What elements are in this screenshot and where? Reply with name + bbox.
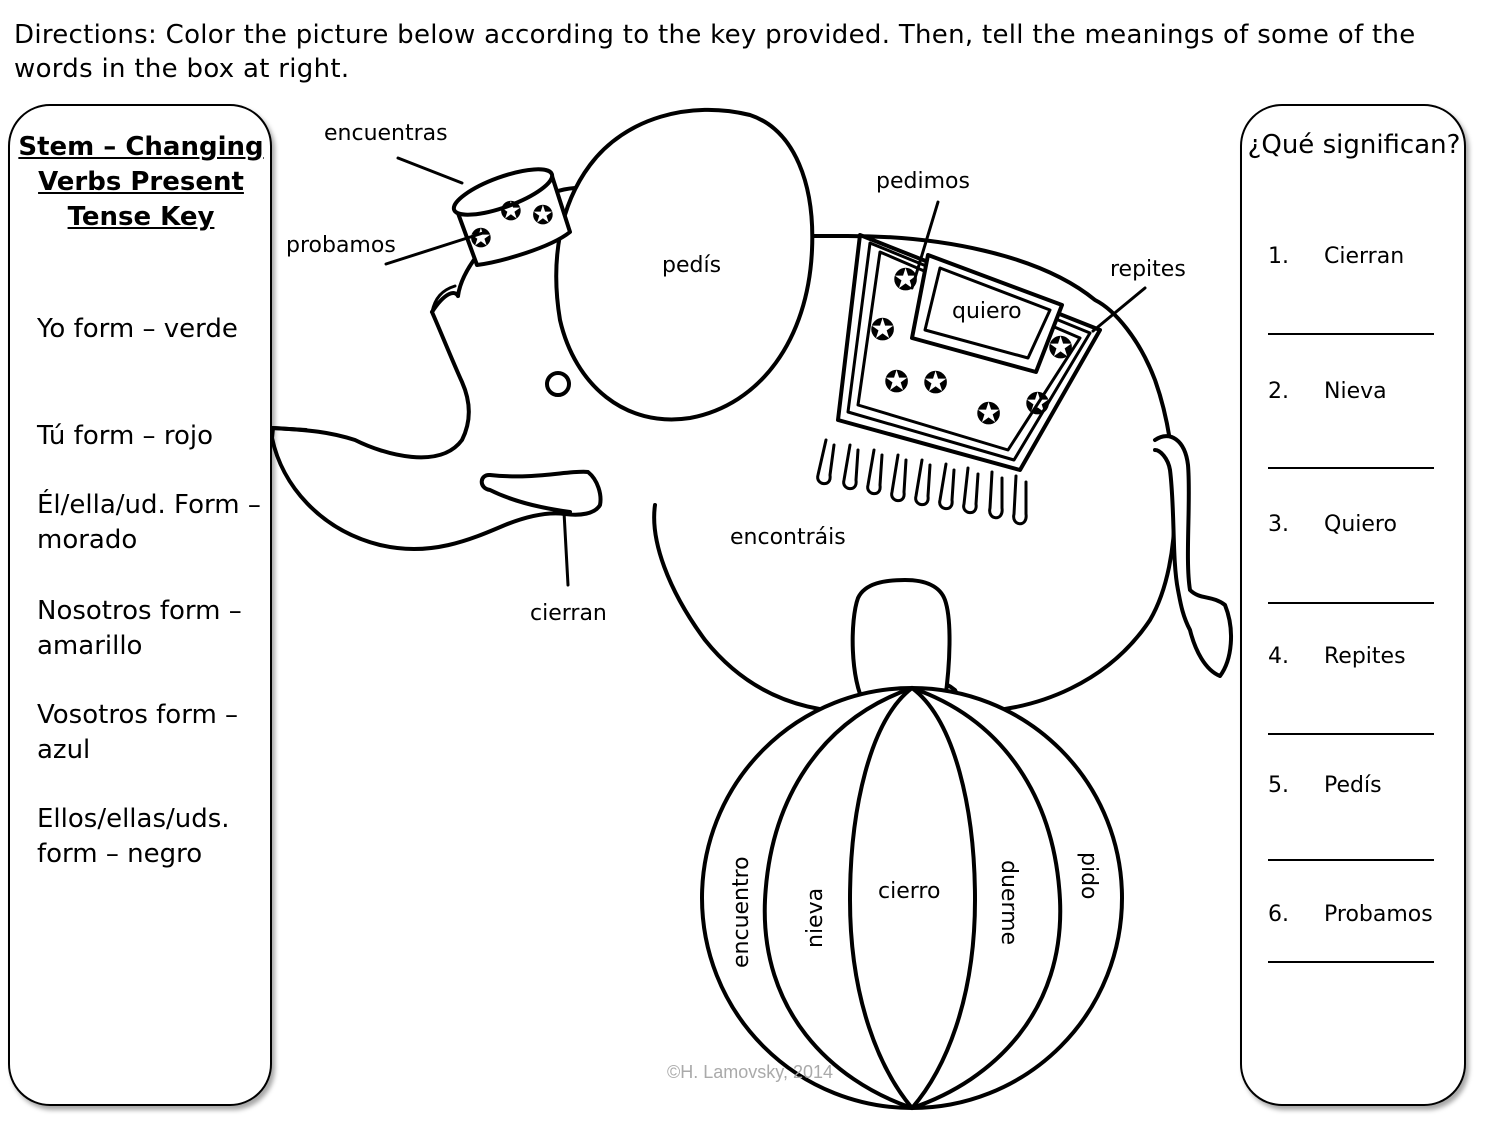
star-icon: ✪	[1048, 331, 1073, 366]
quiz-item: 4. Repites	[1268, 644, 1458, 674]
elephant-eye	[545, 371, 571, 397]
circus-ball[interactable]	[700, 686, 1124, 1110]
quiz-word: Probamos	[1324, 902, 1433, 927]
quiz-number: 6.	[1268, 902, 1289, 927]
label-pedis: pedís	[662, 253, 721, 278]
ball-label-encuentro: encuentro	[729, 856, 754, 968]
star-icon: ✪	[976, 397, 1001, 432]
quiz-number: 3.	[1268, 512, 1289, 537]
quiz-number: 4.	[1268, 644, 1289, 669]
directions-text: Directions: Color the picture below acco…	[14, 20, 1416, 84]
answer-line[interactable]	[1268, 333, 1434, 335]
quiz-word: Nieva	[1324, 379, 1387, 404]
blanket-fringe	[816, 438, 1028, 526]
key-item-nosotros: Nosotros form – amarillo	[37, 596, 242, 661]
elephant-blanket[interactable]	[836, 233, 1102, 472]
label-repites: repites	[1110, 257, 1186, 282]
star-icon: ✪	[470, 224, 492, 254]
key-item-tu: Tú form – rojo	[37, 421, 213, 451]
quiz-number: 2.	[1268, 379, 1289, 404]
label-encuentras: encuentras	[324, 121, 448, 146]
label-quiero: quiero	[952, 299, 1022, 324]
key-item-el: Él/ella/ud. Form – morado	[37, 490, 261, 555]
answer-line[interactable]	[1268, 961, 1434, 963]
star-icon: ✪	[500, 197, 522, 227]
blanket-center-panel	[910, 253, 1064, 374]
quiz-item: 2. Nieva	[1268, 379, 1458, 409]
label-cierran: cierran	[530, 601, 607, 626]
meanings-title: ¿Qué significan?	[1247, 130, 1461, 160]
meanings-panel: ¿Qué significan? 1. Cierran 2. Nieva 3. …	[1240, 104, 1466, 1106]
elephant-ear[interactable]	[554, 107, 815, 422]
quiz-word: Quiero	[1324, 512, 1397, 537]
key-item-ellos: Ellos/ellas/uds. form – negro	[37, 804, 230, 869]
star-icon: ✪	[923, 366, 948, 401]
answer-line[interactable]	[1268, 733, 1434, 735]
label-encontrais: encontráis	[730, 525, 846, 550]
quiz-number: 5.	[1268, 773, 1289, 798]
key-item-vosotros: Vosotros form – azul	[37, 700, 239, 765]
ball-label-pido: pido	[1076, 852, 1101, 900]
quiz-word: Cierran	[1324, 244, 1405, 269]
copyright-footer: ©H. Lamovsky, 2014	[667, 1062, 833, 1082]
color-key-panel: Stem – Changing Verbs Present Tense Key …	[8, 104, 272, 1106]
label-pedimos: pedimos	[876, 169, 970, 194]
star-icon: ✪	[1025, 387, 1050, 422]
answer-line[interactable]	[1268, 859, 1434, 861]
leader-lines	[384, 156, 1147, 587]
star-icon: ✪	[884, 365, 909, 400]
answer-line[interactable]	[1268, 467, 1434, 469]
fez-hat[interactable]: ✪ ✪ ✪	[449, 160, 572, 267]
star-icon: ✪	[870, 313, 895, 348]
quiz-number: 1.	[1268, 244, 1289, 269]
quiz-item: 1. Cierran	[1268, 244, 1458, 274]
quiz-item: 3. Quiero	[1268, 512, 1458, 542]
ball-label-cierro: cierro	[878, 879, 940, 904]
ball-label-duerme: duerme	[996, 860, 1021, 945]
quiz-word: Repites	[1324, 644, 1406, 669]
answer-line[interactable]	[1268, 602, 1434, 604]
quiz-item: 5. Pedís	[1268, 773, 1458, 803]
ball-label-nieva: nieva	[803, 888, 828, 948]
blanket-stars: ✪ ✪ ✪ ✪ ✪ ✪ ✪	[870, 263, 1073, 432]
key-title: Stem – Changing Verbs Present Tense Key	[18, 132, 264, 232]
star-icon: ✪	[532, 201, 554, 231]
elephant-tail[interactable]	[1153, 434, 1233, 678]
quiz-item: 6. Probamos	[1268, 902, 1458, 932]
quiz-word: Pedís	[1324, 773, 1382, 798]
label-probamos: probamos	[286, 233, 396, 258]
key-item-yo: Yo form – verde	[37, 314, 238, 344]
